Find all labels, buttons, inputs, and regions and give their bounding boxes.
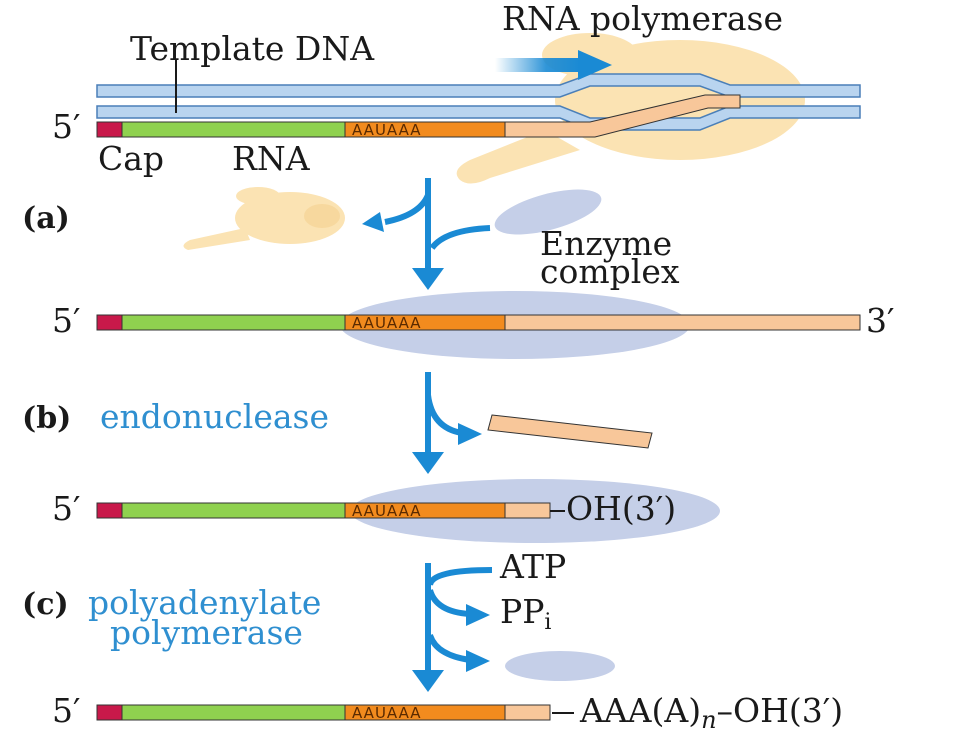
step-a-arrow-head — [412, 268, 444, 290]
step-a-release-head — [362, 212, 384, 232]
rna-strand-2 — [96, 314, 861, 331]
signal-seq-top: AAUAAA — [352, 121, 422, 139]
step-c-label: (c) — [22, 587, 69, 622]
step-c-arrows — [425, 563, 493, 675]
released-polymerase — [183, 187, 345, 250]
five-prime-label-3: 5′ — [52, 489, 81, 528]
rna-label: RNA — [232, 139, 311, 178]
step-a-arrows — [384, 178, 491, 275]
step-b-cleave-head — [458, 423, 482, 445]
rna-polymerase-label: RNA polymerase — [502, 0, 783, 38]
step-c-arrow-head — [412, 670, 444, 692]
rna-strand-3 — [96, 502, 551, 519]
transcription-arrow-shaft — [495, 58, 580, 72]
enzyme-label: Enzyme — [540, 224, 672, 263]
five-prime-label-2: 5′ — [52, 301, 81, 340]
released-enzyme — [505, 651, 615, 681]
step-b-label: (b) — [22, 401, 71, 436]
complex-label: complex — [540, 252, 680, 291]
ppi-arrow-head — [466, 604, 490, 626]
step-a-label: (a) — [22, 201, 70, 236]
transcription-arrow-head — [578, 50, 612, 80]
oh3-label: OH(3′) — [566, 489, 676, 528]
nascent-rna-top — [96, 94, 741, 138]
polyadenylate-label: polyadenylate — [88, 583, 321, 622]
endonuclease-label: endonuclease — [100, 397, 329, 436]
enzyme-complex-free — [494, 189, 602, 235]
polymerase-label: polymerase — [110, 613, 303, 652]
five-prime-label-1: 5′ — [52, 107, 81, 146]
five-prime-label-4: 5′ — [52, 691, 81, 730]
ppi-label: PPi — [500, 592, 551, 635]
signal-seq-4: AAUAAA — [352, 704, 422, 722]
poly-a-tail-label: AAA(A)n–OH(3′) — [579, 691, 843, 733]
three-prime-label: 3′ — [866, 301, 895, 340]
step-b-arrow-head — [412, 452, 444, 474]
atp-label: ATP — [499, 547, 566, 586]
cleaved-fragment — [487, 414, 653, 449]
rna-strand-4 — [96, 704, 551, 721]
signal-seq-3: AAUAAA — [352, 502, 422, 520]
cap-label: Cap — [98, 139, 164, 178]
step-b-arrows — [425, 372, 463, 458]
signal-seq-2: AAUAAA — [352, 314, 422, 332]
template-dna-label: Template DNA — [130, 29, 375, 68]
release-arrow-head — [466, 650, 490, 672]
